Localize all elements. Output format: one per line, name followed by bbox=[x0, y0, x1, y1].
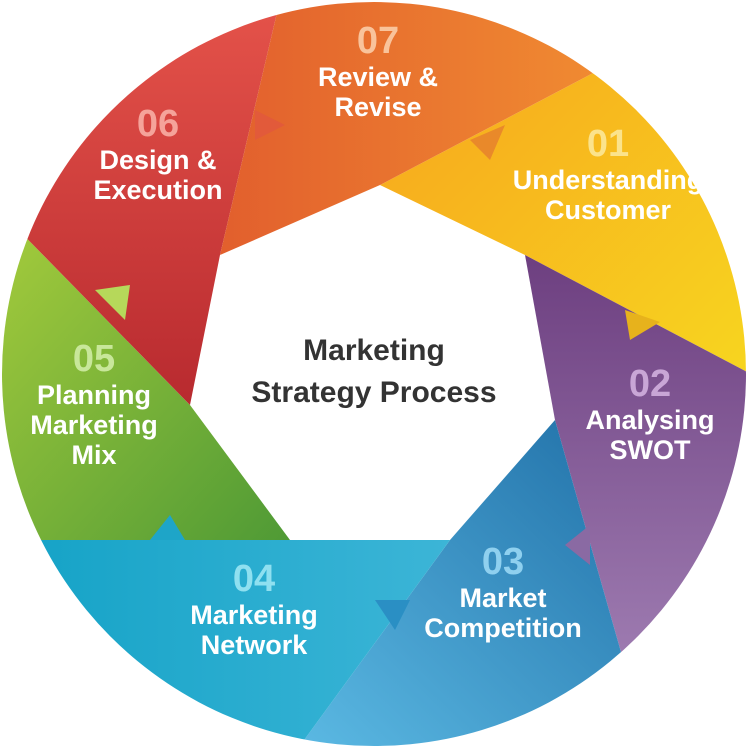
step-03: 03 Market Competition bbox=[424, 541, 582, 644]
arrow-icon bbox=[95, 285, 130, 320]
step-number: 03 bbox=[481, 541, 525, 583]
arrow-icon bbox=[470, 125, 505, 160]
step-label: Analysing SWOT bbox=[585, 404, 715, 466]
step-number: 02 bbox=[628, 363, 672, 405]
step-number: 04 bbox=[232, 558, 276, 600]
step-01: 01 Understanding Customer bbox=[512, 123, 704, 226]
step-number: 07 bbox=[356, 20, 400, 62]
step-label: Review & Revise bbox=[317, 61, 439, 123]
segment-03[interactable] bbox=[299, 420, 648, 747]
step-02: 02 Analysing SWOT bbox=[585, 363, 715, 466]
segment-05[interactable] bbox=[0, 211, 290, 540]
step-number: 05 bbox=[72, 338, 116, 380]
step-07: 07 Review & Revise bbox=[317, 20, 439, 123]
arrow-icon bbox=[150, 515, 185, 540]
step-label: Marketing Network bbox=[190, 599, 318, 661]
arrow-icon bbox=[565, 525, 590, 565]
step-04: 04 Marketing Network bbox=[190, 558, 318, 661]
arrow-icon bbox=[375, 600, 410, 630]
arrow-icon bbox=[625, 310, 660, 340]
arrow-icon bbox=[255, 110, 285, 140]
step-number: 06 bbox=[136, 103, 180, 145]
step-label: Planning Marketing Mix bbox=[30, 379, 158, 471]
diagram-title: Marketing Strategy Process bbox=[251, 334, 497, 409]
step-05: 05 Planning Marketing Mix bbox=[30, 338, 158, 471]
step-label: Design & Execution bbox=[93, 144, 223, 206]
step-number: 01 bbox=[586, 123, 630, 165]
step-label: Understanding Customer bbox=[512, 164, 704, 226]
step-06: 06 Design & Execution bbox=[93, 103, 223, 206]
step-label: Market Competition bbox=[424, 582, 582, 644]
